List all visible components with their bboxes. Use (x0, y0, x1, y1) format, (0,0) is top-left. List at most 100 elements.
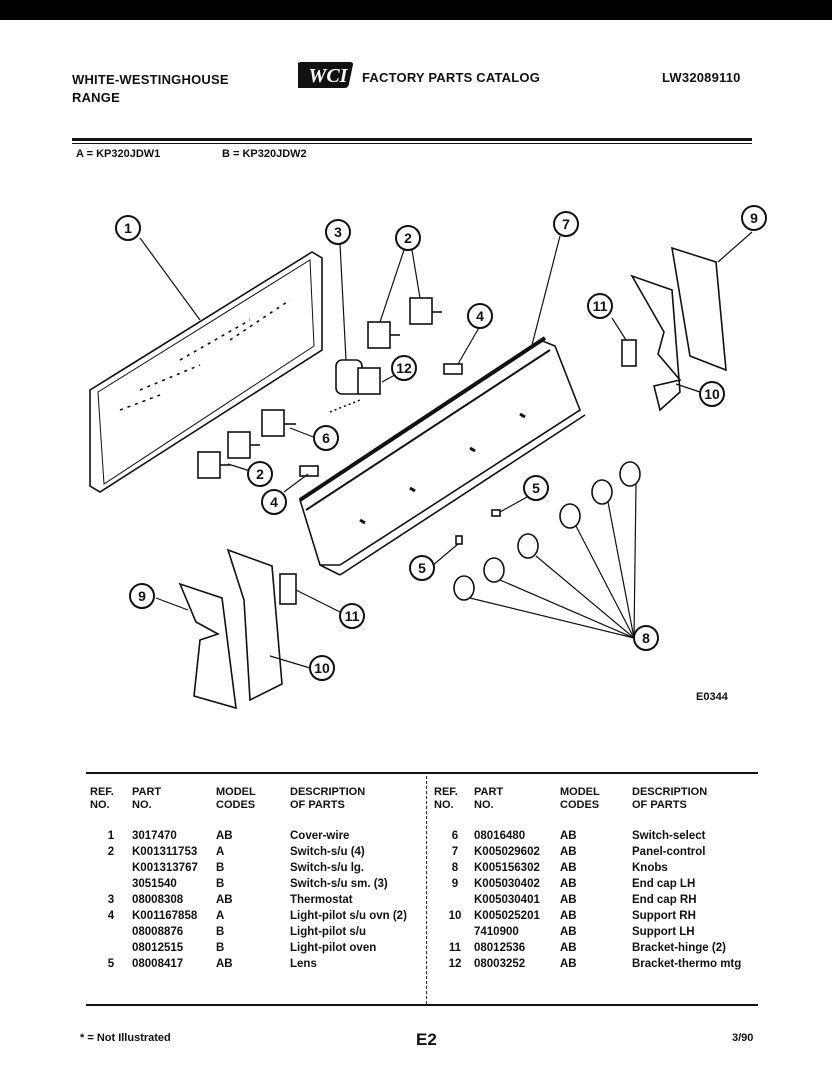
exploded-parts-diagram: 1 3 2 7 9 11 4 12 10 6 2 4 5 5 9 11 8 10 (89, 205, 767, 710)
cell-part: 3051540 (132, 878, 177, 890)
callout-9a-label: 9 (750, 210, 758, 226)
callout-9a: 9 (741, 205, 767, 231)
cell-model: AB (560, 942, 577, 954)
cell-desc: Switch-s/u lg. (290, 862, 365, 874)
cell-model: AB (560, 894, 577, 906)
cell-ref: 1 (107, 830, 115, 842)
cell-model: B (216, 862, 225, 874)
support-rh-part (630, 274, 682, 412)
brand-line1: WHITE-WESTINGHOUSE (72, 72, 229, 87)
cell-desc: Cover-wire (290, 830, 350, 842)
pilot-light-part-2 (299, 465, 319, 477)
bracket-hinge-part-2 (279, 573, 297, 605)
cell-desc: Switch-s/u sm. (3) (290, 878, 388, 890)
cell-part: 08008876 (132, 926, 184, 938)
cell-part: 08012536 (474, 942, 526, 954)
cell-desc: Switch-select (632, 830, 706, 842)
knob-parts (453, 461, 641, 601)
cell-model: B (216, 878, 225, 890)
cell-model: B (216, 942, 225, 954)
cell-part: K005029602 (474, 846, 540, 858)
callout-8-label: 8 (642, 630, 650, 646)
cell-part: 7410900 (474, 926, 519, 938)
cell-model: A (216, 910, 225, 922)
cell-ref (436, 894, 474, 910)
diagram-code: E0344 (696, 691, 728, 703)
cell-part: 3017470 (132, 830, 177, 842)
cell-ref (90, 942, 132, 958)
cell-ref: 7 (451, 846, 459, 858)
end-cap-lh-part (178, 582, 237, 710)
callout-8: 8 (633, 625, 659, 651)
cell-part: K001313767 (132, 862, 198, 874)
footnote: * = Not Illustrated (80, 1032, 171, 1044)
cell-ref (90, 878, 132, 894)
cell-ref: 5 (107, 958, 115, 970)
panel-control-part (298, 336, 586, 576)
cell-model: AB (216, 830, 233, 842)
lens-part (491, 509, 501, 517)
cell-desc: Light-pilot s/u ovn (2) (290, 910, 407, 922)
header-rule (72, 138, 752, 141)
end-cap-rh-part (670, 246, 727, 372)
cell-ref: 11 (448, 942, 462, 954)
cell-ref: 12 (448, 958, 462, 970)
cell-ref (90, 926, 132, 942)
cell-model: AB (216, 894, 233, 906)
cell-part: 08008417 (132, 958, 184, 970)
callout-4b-label: 4 (270, 494, 278, 510)
lens-part-2 (455, 535, 463, 545)
parts-left-row: 1 3017470 AB Cover-wire (90, 830, 426, 846)
cell-part: 08008308 (132, 894, 184, 906)
callout-2b: 2 (247, 461, 273, 487)
callout-6-label: 6 (322, 430, 330, 446)
callout-10b-label: 10 (314, 660, 330, 676)
cell-ref: 2 (107, 846, 115, 858)
cell-ref (90, 862, 132, 878)
scan-top-border (0, 0, 832, 20)
callout-4b: 4 (261, 489, 287, 515)
table-top-rule (86, 772, 758, 774)
cell-desc: Knobs (632, 862, 668, 874)
cell-desc: Light-pilot s/u (290, 926, 367, 938)
parts-right-row: 11 08012536 AB Bracket-hinge (2) (436, 942, 762, 958)
cover-wire-part (89, 251, 323, 493)
cell-desc: Switch-s/u (4) (290, 846, 365, 858)
callout-5a: 5 (523, 475, 549, 501)
callout-9b: 9 (129, 583, 155, 609)
cell-part: 08016480 (474, 830, 526, 842)
callout-11b: 11 (339, 603, 365, 629)
cell-desc: Bracket-hinge (2) (632, 942, 726, 954)
callout-5a-label: 5 (532, 480, 540, 496)
cell-ref: 10 (448, 910, 462, 922)
cell-desc: Bracket-thermo mtg (632, 958, 742, 970)
brand-line2: RANGE (72, 90, 120, 105)
callout-11b-label: 11 (345, 608, 360, 624)
callout-1-label: 1 (124, 220, 132, 236)
callout-12-label: 12 (396, 360, 412, 376)
cell-ref: 6 (451, 830, 459, 842)
cell-model: AB (560, 926, 577, 938)
model-a: A = KP320JDW1 (76, 148, 161, 160)
right-header-ref: REF.NO. (434, 786, 458, 811)
cell-ref (436, 926, 474, 942)
doc-number: LW32089110 (662, 70, 741, 85)
cell-model: AB (560, 846, 577, 858)
table-divider (426, 776, 428, 1004)
callout-2b-label: 2 (256, 466, 264, 482)
callout-2a: 2 (395, 225, 421, 251)
callout-10a: 10 (699, 381, 725, 407)
callout-7: 7 (553, 211, 579, 237)
cell-part: K005025201 (474, 910, 540, 922)
